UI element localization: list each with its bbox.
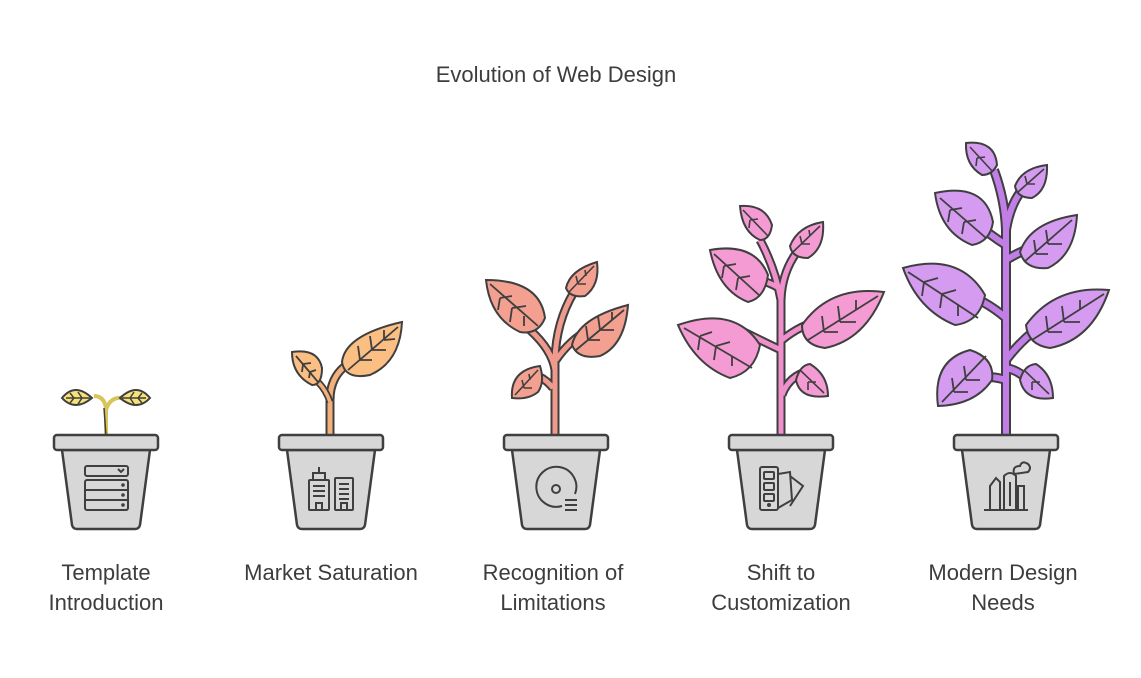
plant-growing <box>676 204 886 436</box>
buildings-icon <box>308 467 354 511</box>
plant-seedling <box>60 389 152 437</box>
color-swatches-icon <box>759 466 805 511</box>
flower-pot <box>502 433 610 531</box>
magnifier-lens-icon <box>535 465 578 511</box>
stage-market-saturation <box>277 320 404 531</box>
modern-city-icon <box>984 461 1031 511</box>
stage-modern-design-needs <box>901 141 1111 531</box>
leaf <box>708 247 770 304</box>
flower-pot <box>952 433 1060 531</box>
diagram-title: Evolution of Web Design <box>435 62 677 87</box>
stage-label-template-introduction: Template Introduction <box>48 560 164 615</box>
flower-pot <box>727 433 835 531</box>
stage-label-recognition-of-limitations: Recognition of Limitations <box>482 560 624 615</box>
stage-shift-to-customization <box>676 204 886 531</box>
flower-pot <box>277 433 385 531</box>
plant-sprout <box>290 320 404 436</box>
stage-recognition-of-limitations <box>484 260 630 531</box>
stage-label-shift-to-customization: Shift to Customization <box>711 560 851 615</box>
stage-template-introduction <box>52 389 160 531</box>
stage-label-market-saturation: Market Saturation <box>244 560 418 585</box>
plant-young <box>484 260 630 436</box>
flower-pot <box>52 433 160 531</box>
webpage-template-icon <box>84 465 129 511</box>
plant-mature <box>901 141 1111 436</box>
stage-label-modern-design-needs: Modern Design Needs <box>928 560 1078 615</box>
